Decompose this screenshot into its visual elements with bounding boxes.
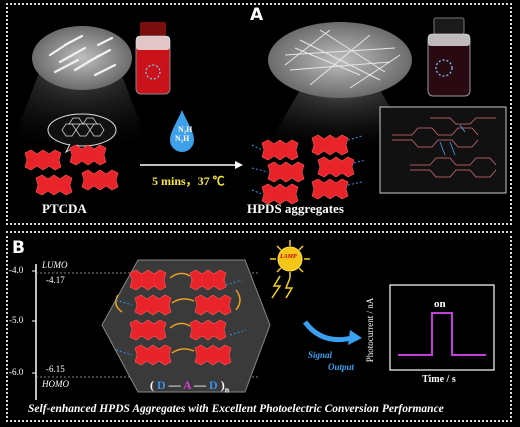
right-spotlight xyxy=(265,90,415,150)
energy-axis-ticks xyxy=(32,270,36,374)
panel-a xyxy=(6,3,512,225)
hpds-molecule-stacks xyxy=(251,134,367,205)
reaction-arrowhead xyxy=(235,161,243,169)
hydrogen-bonds xyxy=(439,124,466,156)
lamp-label: LAMP xyxy=(280,254,297,260)
formula-subscript: n xyxy=(224,385,230,395)
axis-tick-label: -4.0 xyxy=(9,265,24,275)
reagent-formula-bottom: N₂H xyxy=(175,134,190,143)
ptcda-rods xyxy=(48,34,117,77)
panel-b-caption: Self-enhanced HPDS Aggregates with Excel… xyxy=(28,403,444,415)
homo-value: -6.15 xyxy=(46,364,65,374)
signal-label: Signal xyxy=(308,350,333,360)
axis-tick-label: -5.0 xyxy=(9,315,24,325)
lamp-sun-icon xyxy=(270,240,310,278)
lumo-label: LUMO xyxy=(42,260,68,270)
formula-open: ( xyxy=(150,378,154,392)
output-label: Output xyxy=(328,362,355,372)
reagent-formula-top: N₂H xyxy=(178,125,193,134)
panel-b-letter: B xyxy=(12,238,25,258)
donor-links xyxy=(115,279,247,356)
hydrazine-droplet xyxy=(170,110,194,152)
reaction-condition: 5 mins，37 ℃ xyxy=(152,174,225,188)
lightning-bolts xyxy=(271,275,294,299)
formula-close: ) xyxy=(220,378,225,392)
da-formula: ( D — A — D )n xyxy=(150,378,230,395)
formula-acceptor: A xyxy=(183,378,192,392)
ptcda-label: PTCDA xyxy=(42,201,87,216)
formula-donor-2: D xyxy=(209,378,218,392)
plot-x-label: Time / s xyxy=(422,374,456,385)
ptcda-sem-image xyxy=(32,26,132,90)
hpds-vial xyxy=(427,17,471,97)
aggregate-hexagon xyxy=(101,259,271,393)
lumo-value: -4.17 xyxy=(46,275,65,285)
axis-tick-label: -6.0 xyxy=(9,367,24,377)
signal-output-arrow xyxy=(302,320,353,343)
photocurrent-pulse xyxy=(398,312,486,356)
signal-output-arrowhead xyxy=(348,330,362,345)
plot-y-label: Photocurrent / nA xyxy=(365,297,375,363)
panel-b xyxy=(6,231,512,422)
panel-a-letter: A xyxy=(250,5,264,25)
formula-donor-1: D xyxy=(157,378,166,392)
electron-transfer-arrows xyxy=(115,272,241,354)
homo-label: HOMO xyxy=(42,379,69,389)
on-label: on xyxy=(434,298,446,310)
hpds-fibers xyxy=(284,29,401,89)
hpds-aggregates-label: HPDS aggregates xyxy=(247,201,344,216)
ptcda-vial xyxy=(135,22,171,95)
stacking-structures xyxy=(392,117,497,178)
